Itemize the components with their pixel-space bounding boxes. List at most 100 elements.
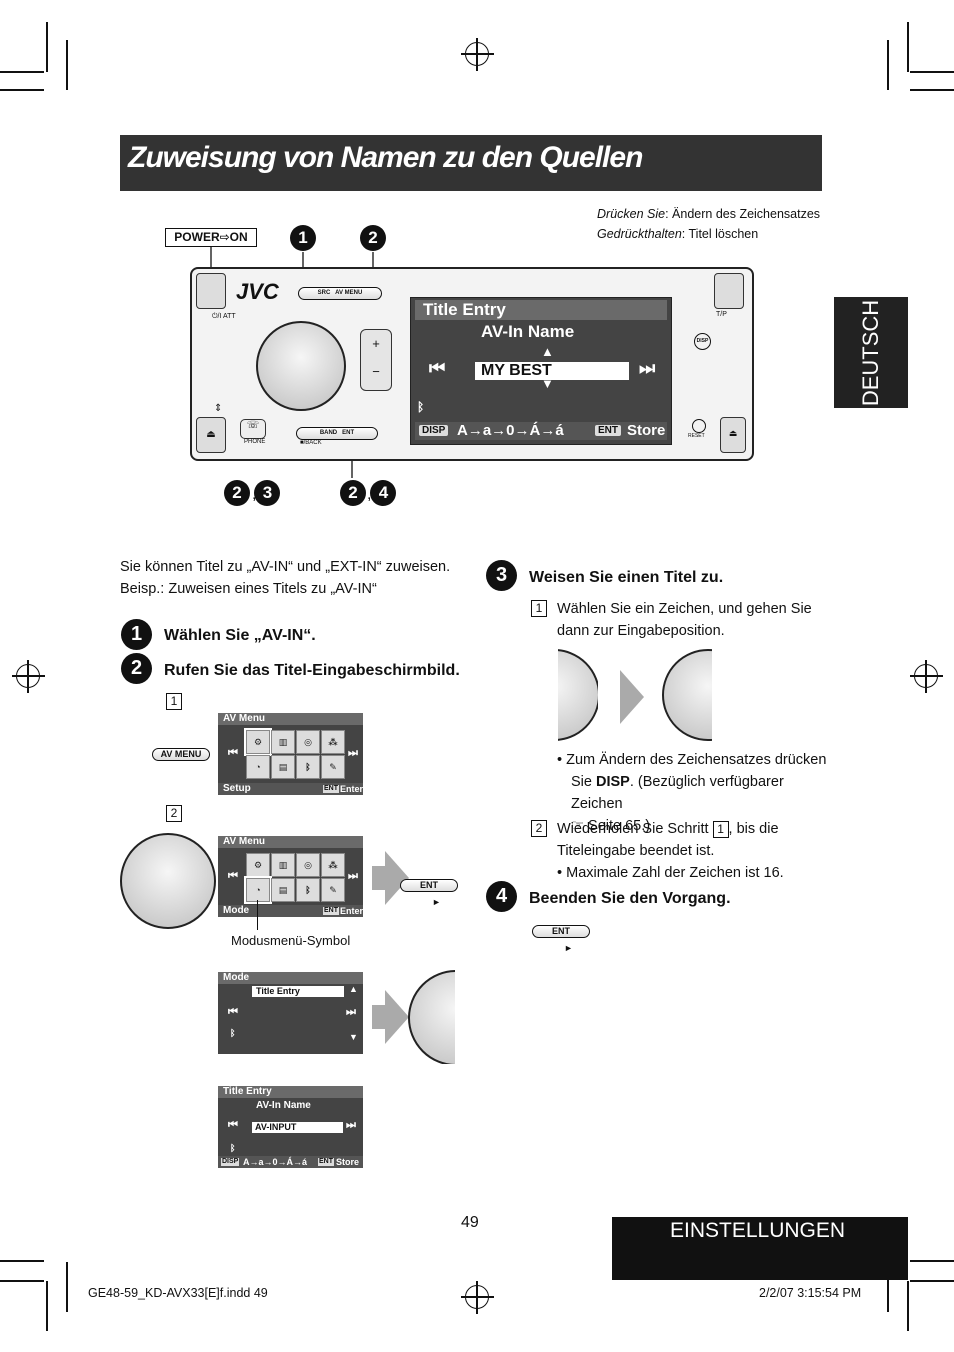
car-receiver-unit: JVC SRC AV MENU ⏻/I ATT ⇕ ⏏ +− ☏ PHONE B… [190,267,754,461]
crop-mark [46,1281,48,1331]
avmenu-label: AV MENU [335,290,363,296]
display-disp-badge: DISP [419,425,449,436]
next-icon: ⏭ [348,747,358,759]
grid-icon: ⁂ [321,730,345,754]
crop-mark [887,1262,889,1312]
bullet-1-line-2a: Sie [571,774,596,790]
bluetooth-icon: ᛒ [230,1143,236,1153]
control-dial[interactable] [256,321,346,411]
eject-icon: ⇕ [214,403,223,414]
next-icon: ⏭ [348,870,358,882]
footer-charset: A→a→0→Á→á [243,1157,308,1167]
crop-mark [0,1260,44,1262]
substep-1-box: 1 [531,600,547,617]
crop-mark [910,1280,954,1282]
crop-mark [907,1281,909,1331]
footer-mode: Mode [223,905,250,916]
ent-button[interactable]: ENT [532,925,590,938]
ent-button[interactable]: ENT [400,879,458,892]
display-ent-badge: ENT [595,425,621,436]
label-comma: , [367,486,372,503]
step-marker-2: 2 [224,480,250,506]
substep-2-text: Wiederholen Sie Schritt 1, bis die Titel… [557,818,827,884]
step-marker-2: 2 [340,480,366,506]
note-hold-text: : Titel löschen [681,227,759,241]
note-hold-label: Gedrückthalten [597,227,682,241]
step-3-title: Weisen Sie einen Titel zu. [529,569,724,586]
disp-button[interactable]: DISP [694,333,711,350]
band-ent-buttons[interactable]: BAND ENT [296,427,378,440]
up-arrow: ▲ [349,984,358,994]
phone-icon[interactable]: ☏ [240,419,266,439]
step-4-number: 4 [486,881,517,912]
next-arrow [372,1005,386,1029]
unit-display: Title Entry AV-In Name ⏮ ⏭ MY BEST ▲▼ ᛒ … [410,297,672,445]
bullet-1-line-1: Zum Ändern des Zeichensatzes drücken [566,752,827,768]
avmenu-button[interactable]: AV MENU [152,748,210,761]
crop-mark [0,71,44,73]
jvc-logo: JVC [236,279,279,304]
bluetooth-tile-icon: ᛒ [296,878,320,902]
setup-icon: ⚙ [246,853,270,877]
play-icon: ► [564,943,573,953]
crop-mark [0,1280,44,1282]
reset-button[interactable] [692,419,706,433]
control-dial[interactable] [558,649,598,741]
footer-file-info: GE48-59_KD-AVX33[E]f.indd 49 [88,1286,268,1300]
eject-button[interactable]: ⏏ [196,417,226,453]
av-menu-screen-setup: AV Menu ⚙ ▥ ◎ ⁂ ◔ ▤ ᛒ ✎ ⏮ ⏭ Setup ENT En… [218,713,363,795]
volume-buttons[interactable]: +− [360,329,392,391]
footer-ent: ENT [323,785,339,793]
footer-enter: Enter [340,906,364,916]
reset-label: RESET [688,433,705,439]
power-button[interactable] [196,273,226,309]
tp-label: T/P [716,311,727,318]
screen-subtitle: AV-In Name [256,1100,311,1111]
footer-setup: Setup [223,783,251,794]
prev-icon: ⏮ [228,747,238,759]
step-marker-4: 4 [370,480,397,506]
dial-partial-left [558,649,598,741]
crop-mark [907,22,909,72]
eq-icon: ▥ [271,730,295,754]
title-value: AV-INPUT [252,1122,343,1133]
substep-ref-box: 1 [712,821,729,838]
crop-mark [66,40,68,90]
src-label: SRC [317,290,331,296]
next-arrow [620,670,644,724]
open-button[interactable]: ⏏ [720,417,746,453]
mode-screen: Mode Title Entry ▲ ⏮ ⏭ ᛒ ▼ [218,972,363,1054]
phone-label: PHONE [244,439,266,445]
note-press-text: : Ändern des Zeichensatzes [665,207,821,221]
page-title-bar: Zuweisung von Namen zu den Quellen [120,135,822,191]
prev-icon: ⏮ [429,358,446,378]
screen-header: AV Menu [218,836,363,848]
bluetooth-icon: ᛒ [230,1028,236,1038]
step-1-number: 1 [121,619,152,650]
tp-button[interactable] [714,273,744,309]
control-dial[interactable] [408,970,455,1064]
disc-icon: ◎ [296,853,320,877]
note-press-label: Drücken Sie [597,207,666,221]
display-footer: DISP A→a→0→Á→á ENT Store [415,422,667,440]
bullet-1-line-2b: . (Bezüglich verfügbarer Zeichen [571,774,784,812]
caption-leader [257,900,259,930]
language-tab-label: DEUTSCH [858,299,883,406]
src-avmenu-buttons[interactable]: SRC AV MENU [298,287,382,300]
control-dial[interactable] [662,649,712,741]
bluetooth-tile-icon: ᛒ [296,755,320,779]
label-steps-2-3: 2 3 [224,480,281,506]
intro-line-2: Beisp.: Zuweisen eines Titels zu „AV-IN“ [120,581,377,597]
substep-1-box: 1 [166,693,182,710]
control-dial[interactable] [120,833,216,929]
substep-1-line-2: dann zur Eingabeposition. [557,623,725,639]
footer-enter: Enter [340,784,364,794]
mode-icon: ◔ [246,755,270,779]
label-comma: , [252,486,257,503]
display-store: Store [627,422,666,439]
page-title: Zuweisung von Namen zu den Quellen [128,141,643,174]
eq-icon: ▥ [271,853,295,877]
crop-mark [66,1262,68,1312]
crop-mark [910,71,954,73]
intro-line-1: Sie können Titel zu „AV-IN“ und „EXT-IN“… [120,559,451,575]
